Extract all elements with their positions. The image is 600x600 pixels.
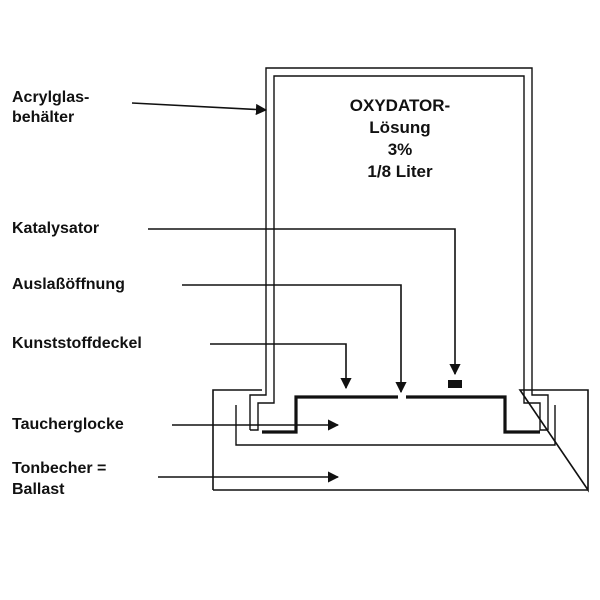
- arrow-catalyst: [148, 228, 461, 376]
- label-acrylic-line1: Acrylglas-: [12, 89, 90, 106]
- ballast-pot: [212, 389, 589, 493]
- solution-line2: Lösung: [369, 118, 431, 137]
- arrow-acrylic: [131, 102, 268, 116]
- label-diving-bell: Taucherglocke: [12, 416, 124, 433]
- acrylic-container-rim-left: [250, 422, 259, 431]
- label-lid: Kunststoffdeckel: [12, 335, 142, 352]
- acrylic-container-rim-right: [539, 422, 548, 431]
- diving-bell: [262, 395, 540, 434]
- solution-line1: OXYDATOR-: [349, 96, 451, 115]
- label-catalyst: Katalysator: [12, 220, 100, 237]
- solution-line4: 1/8 Liter: [367, 162, 433, 181]
- label-ballast-line1: Tonbecher =: [12, 460, 107, 477]
- arrow-outlet: [182, 284, 407, 394]
- label-outlet: Auslaßöffnung: [12, 276, 125, 293]
- acrylic-container-inner: [257, 75, 541, 422]
- label-ballast-line2: Ballast: [12, 481, 65, 498]
- label-acrylic-line2: behälter: [12, 109, 75, 126]
- catalyst-block: [448, 380, 462, 388]
- acrylic-container-outer: [249, 67, 549, 430]
- arrow-lid: [210, 343, 352, 390]
- solution-label: OXYDATOR- Lösung 3% 1/8 Liter: [300, 95, 500, 183]
- solution-line3: 3%: [387, 140, 413, 159]
